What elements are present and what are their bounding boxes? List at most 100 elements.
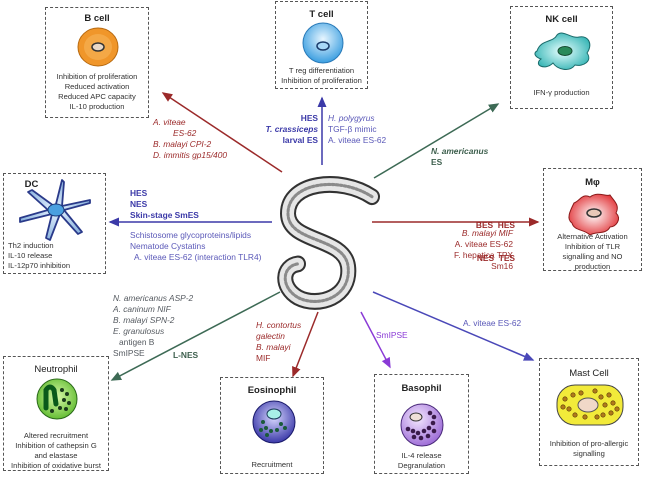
arrow-to-b-cell <box>161 92 283 173</box>
product-label: ES <box>431 157 443 167</box>
b-cell-icon <box>77 27 119 67</box>
molecule-label: B. malayi <box>256 342 291 352</box>
molecule-label: E. granulosus <box>113 326 165 336</box>
arrow-to-basophil <box>360 311 391 369</box>
effect-text: Inhibition of pro-allergic <box>549 439 629 448</box>
effect-text: Altered recruitment <box>23 431 89 440</box>
effect-text: IL-10 release <box>8 251 53 260</box>
dc-icon <box>19 179 91 241</box>
molecule-label: SmIPSE <box>376 330 408 340</box>
arrow-to-eosinophil <box>292 311 319 378</box>
t-cell-title: T cell <box>309 9 334 20</box>
effect-text: Inhibition of proliferation <box>281 76 362 85</box>
dc-box: DC Th2 induction IL-10 release IL-12p70 … <box>3 173 106 274</box>
molecule-label: Schistosome glycoproteins/lipids <box>130 230 252 240</box>
neutrophil-effects: Altered recruitment Inhibition of cathep… <box>4 431 108 471</box>
product-label: Skin-stage SmES <box>130 210 199 220</box>
molecule-label: Nematode Cystatins <box>130 241 206 251</box>
effect-text: Inhibition of TLR <box>564 242 621 251</box>
basophil-box: Basophil IL-4 release Degranulation <box>374 374 469 474</box>
effect-text: signalling <box>573 449 605 458</box>
macrophage-effects: Alternative Activation Inhibition of TLR… <box>544 232 641 272</box>
effect-text: T reg differentiation <box>288 66 355 75</box>
effect-text: IFN-γ production <box>533 88 590 97</box>
eosinophil-icon <box>252 400 296 444</box>
basophil-icon <box>400 403 444 447</box>
t-cell-box: T cell T reg differentiation Inhibition … <box>275 1 368 89</box>
macrophage-molecules: B. malayi MIF A. viteae ES-62 F. hepatic… <box>440 228 513 272</box>
molecule-label: B. malayi SPN-2 <box>113 315 175 325</box>
product-label: HES <box>130 188 148 198</box>
arrow-to-mast-cell <box>372 291 535 361</box>
molecule-label: A. viteae ES-62 <box>328 135 387 145</box>
b-cell-title: B cell <box>84 13 110 24</box>
molecule-label: ES-62 <box>173 128 197 138</box>
effect-text: IL-12p70 inhibition <box>8 261 71 270</box>
nk-cell-title: NK cell <box>545 14 578 25</box>
eosinophil-molecules: H. contortus galectin B. malayi MIF <box>256 320 301 364</box>
dc-effects: Th2 induction IL-10 release IL-12p70 inh… <box>4 241 105 271</box>
molecule-label: H. contortus <box>256 320 302 330</box>
molecule-label: SmIPSE <box>113 348 145 358</box>
nk-cell-box: NK cell IFN-γ production <box>510 6 613 109</box>
molecule-label: MIF <box>256 353 271 363</box>
mast-cell-box: Mast Cell Inhibition of pro-allergic sig… <box>539 358 639 466</box>
basophil-molecules: SmIPSE <box>376 330 408 341</box>
eosinophil-title: Eosinophil <box>247 385 297 396</box>
effect-text: production <box>574 262 611 271</box>
product-label: L-NES <box>173 350 199 360</box>
molecule-label: B. malayi CPI-2 <box>153 139 212 149</box>
worm-icon <box>277 176 380 310</box>
t-cell-icon <box>302 22 344 64</box>
t-cell-products: HES T. crassiceps larval ES <box>250 113 318 146</box>
product-label: NES TES <box>476 253 515 263</box>
product-label: T. crassiceps <box>265 124 318 134</box>
nk-cell-icon <box>534 32 591 70</box>
macrophage-box: Mφ Alternative Activation Inhibition of … <box>543 168 642 271</box>
molecule-label: N. americanus ASP-2 <box>113 293 194 303</box>
molecule-label: A. viteae ES-62 (interaction TLR4) <box>134 252 262 262</box>
b-cell-effects: Inhibition of proliferation Reduced acti… <box>46 72 148 112</box>
t-cell-molecules: H. polygyrus TGF-β mimic A. viteae ES-62 <box>328 113 386 146</box>
effect-text: Degranulation <box>397 461 446 470</box>
molecule-label: Sm16 <box>491 261 513 271</box>
effect-text: and elastase <box>34 451 78 460</box>
molecule-label: D. immitis gp15/400 <box>153 150 228 160</box>
molecule-label: B. malayi MIF <box>461 228 513 238</box>
effect-text: Reduced APC capacity <box>58 92 136 101</box>
product-label: NES <box>130 199 148 209</box>
arrow-to-neutrophil <box>110 291 281 381</box>
eosinophil-box: Eosinophil Recruitment <box>220 377 324 474</box>
effect-text: Th2 induction <box>8 241 54 250</box>
dc-molecules: Schistosome glycoproteins/lipids Nematod… <box>130 230 261 263</box>
neutrophil-molecules: N. americanus ASP-2 A. caninum NIF B. ma… <box>113 293 193 359</box>
effect-text: signalling and NO <box>562 252 623 261</box>
molecule-label: A. caninum NIF <box>113 304 171 314</box>
effect-text: Inhibition of proliferation <box>56 72 138 81</box>
macrophage-icon <box>568 193 619 236</box>
molecule-label: antigen B <box>119 337 155 347</box>
neutrophil-products: L-NES <box>173 350 198 361</box>
neutrophil-title: Neutrophil <box>34 364 78 375</box>
molecule-label: A. viteae ES-62 <box>454 239 513 249</box>
neutrophil-icon <box>36 378 78 420</box>
product-label: N. americanus <box>431 146 489 156</box>
basophil-effects: IL-4 release Degranulation <box>375 451 468 471</box>
basophil-title: Basophil <box>401 383 442 394</box>
dc-title: DC <box>24 179 39 190</box>
nk-cell-effects: IFN-γ production <box>511 88 612 98</box>
product-label: BES HES <box>475 220 515 230</box>
effect-text: IL-4 release <box>401 451 442 460</box>
molecule-label: galectin <box>256 331 285 341</box>
mast-cell-title: Mast Cell <box>569 368 609 379</box>
molecule-label: F. hepatica TPX <box>454 250 513 260</box>
mast-cell-molecules: A. viteae ES-62 <box>463 318 521 329</box>
b-cell-molecules: A. viteae ES-62 B. malayi CPI-2 D. immit… <box>153 117 227 161</box>
mast-cell-icon <box>556 384 624 426</box>
effect-text: Inhibition of cathepsin G <box>15 441 97 450</box>
effect-text: Alternative Activation <box>557 232 628 241</box>
macrophage-title: Mφ <box>585 177 600 188</box>
effect-text: IL-10 production <box>69 102 125 111</box>
mast-cell-effects: Inhibition of pro-allergic signalling <box>540 439 638 459</box>
